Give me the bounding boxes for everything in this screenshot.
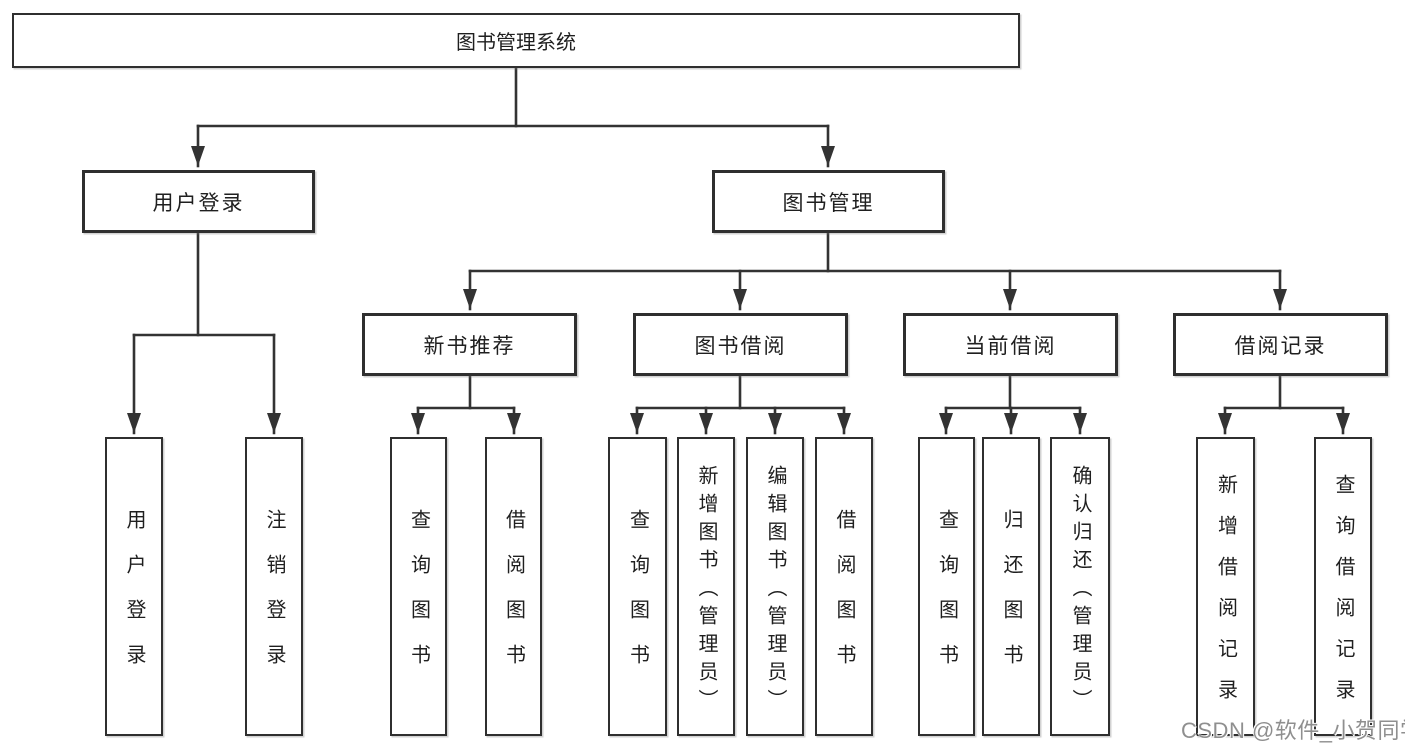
node-label: 借阅图书 <box>833 509 855 689</box>
node-label: 编辑图书（管理员） <box>764 464 786 717</box>
node-library-management-system: 图书管理系统 <box>12 13 1020 68</box>
csdn-watermark: CSDN @软件_小贺同学 <box>1181 718 1405 743</box>
node-borrowing-records: 借阅记录 <box>1173 313 1388 376</box>
node-label: 注销登录 <box>263 509 285 689</box>
connector-root-to-level2 <box>191 66 835 168</box>
connector-records-to-leaves <box>1218 374 1350 435</box>
node-book-borrowing: 图书借阅 <box>633 313 848 376</box>
node-current-borrowing: 当前借阅 <box>903 313 1118 376</box>
connector-current-to-leaves <box>939 374 1087 435</box>
node-label: 查询图书 <box>935 509 958 689</box>
node-leaf-borrowing-edit-books-admin: 编辑图书（管理员） <box>746 437 804 736</box>
node-new-book-recommendation: 新书推荐 <box>362 313 577 376</box>
node-label: 新增借阅记录 <box>1214 474 1237 720</box>
node-label: 用户登录 <box>152 191 245 215</box>
connector-book-management-to-level3 <box>463 231 1287 311</box>
node-label: 用户登录 <box>123 509 145 689</box>
node-leaf-logout-login: 注销登录 <box>245 437 303 736</box>
node-leaf-records-query-borrow-record: 查询借阅记录 <box>1314 437 1372 736</box>
connector-recommendation-to-leaves <box>411 374 521 435</box>
node-leaf-borrowing-query-books: 查询图书 <box>608 437 667 736</box>
node-label: 借阅记录 <box>1234 334 1327 358</box>
node-label: 新书推荐 <box>423 334 516 358</box>
node-label: 确认归还（管理员） <box>1069 464 1091 717</box>
node-book-management: 图书管理 <box>712 170 945 233</box>
node-leaf-current-confirm-return-admin: 确认归还（管理员） <box>1050 437 1110 736</box>
node-label: 图书管理 <box>782 191 875 215</box>
node-label: 归还图书 <box>1000 509 1022 689</box>
node-leaf-user-login: 用户登录 <box>105 437 163 736</box>
node-leaf-current-return-books: 归还图书 <box>982 437 1040 736</box>
node-label: 借阅图书 <box>502 509 525 689</box>
node-label: 查询借阅记录 <box>1332 474 1354 720</box>
node-leaf-borrowing-add-books-admin: 新增图书（管理员） <box>677 437 735 736</box>
node-label: 图书管理系统 <box>456 32 576 54</box>
node-label: 新增图书（管理员） <box>695 464 717 717</box>
node-leaf-records-add-borrow-record: 新增借阅记录 <box>1196 437 1255 736</box>
connector-borrowing-to-leaves <box>630 374 851 435</box>
connector-user-login-to-leaves <box>127 231 281 435</box>
node-leaf-recommendation-borrow-books: 借阅图书 <box>485 437 542 736</box>
node-label: 查询图书 <box>626 509 649 689</box>
node-label: 图书借阅 <box>694 334 787 358</box>
node-user-login: 用户登录 <box>82 170 315 233</box>
node-label: 查询图书 <box>407 509 430 689</box>
node-leaf-borrowing-borrow-books: 借阅图书 <box>815 437 873 736</box>
node-label: 当前借阅 <box>964 334 1057 358</box>
node-leaf-recommendation-query-books: 查询图书 <box>390 437 447 736</box>
node-leaf-current-query-books: 查询图书 <box>918 437 975 736</box>
